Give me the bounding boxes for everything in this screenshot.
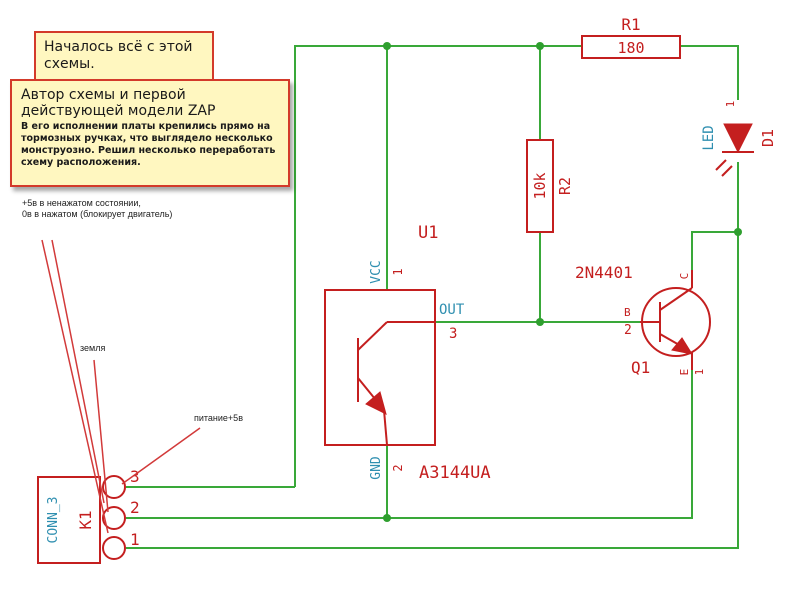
r2-value: 10k — [531, 172, 549, 199]
wire-emitter — [126, 370, 693, 519]
k1-ref: K1 — [76, 510, 95, 529]
led-d1: D1 LED 1 — [701, 101, 777, 177]
callout-first-scheme: Началось всё с этой схемы. — [34, 31, 214, 81]
wire-pin1-rail — [126, 232, 739, 549]
d1-ref: D1 — [759, 129, 777, 147]
arrow-state — [41, 239, 109, 534]
arrow-power — [121, 427, 201, 485]
junction-dot — [536, 318, 544, 326]
r1-value: 180 — [617, 39, 644, 57]
q1-e-pin: 1 — [693, 369, 706, 376]
r1-ref: R1 — [621, 15, 640, 34]
q1-c-label: C — [678, 273, 691, 280]
callout-first-title: Началось всё с этой схемы. — [44, 39, 193, 72]
k1-value: CONN_3 — [46, 497, 61, 544]
note-ground: земля — [80, 343, 106, 353]
u1-out-pin: 3 — [449, 326, 457, 342]
u1-value: A3144UA — [419, 463, 491, 483]
q1-b-pin: 2 — [624, 323, 632, 338]
resistor-r2: 10k R2 — [526, 139, 574, 233]
q1-b-label: B — [624, 306, 631, 319]
u1-gnd-label: GND — [369, 456, 384, 480]
junction-dot — [383, 42, 391, 50]
note-state-line2: 0в в нажатом (блокирует двигатель) — [22, 209, 173, 219]
connector-k1: CONN_3 K1 3 2 1 — [37, 467, 140, 564]
wire-r1-led — [680, 45, 739, 100]
hall-sensor-u1: U1 A3144UA VCC 1 OUT 3 GND 2 — [324, 223, 491, 483]
transistor-q1: 2N4401 Q1 B 2 C E 1 — [575, 263, 711, 377]
k1-pin-2: 2 — [130, 498, 140, 517]
note-output-state: +5в в ненажатом состоянии, 0в в нажатом … — [22, 198, 222, 220]
callout-author-body: В его исполнении платы крепились прямо н… — [21, 121, 276, 168]
note-state-line1: +5в в ненажатом состоянии, — [22, 198, 141, 208]
wire-collector — [691, 231, 738, 270]
u1-out-label: OUT — [439, 302, 465, 318]
r2-ref: R2 — [556, 177, 574, 195]
d1-value: LED — [701, 125, 717, 150]
k1-pin-3: 3 — [130, 467, 140, 486]
u1-ref: U1 — [418, 223, 438, 243]
note-power: питание+5в — [194, 413, 243, 423]
u1-vcc-pin: 1 — [391, 268, 405, 275]
arrow-ground — [93, 359, 109, 513]
k1-pin-1: 1 — [130, 530, 140, 549]
resistor-r1: 180 R1 — [581, 15, 681, 59]
arrow-state-2 — [51, 239, 105, 504]
callout-author: Автор схемы и первой действующей модели … — [10, 79, 290, 187]
callout-author-title: Автор схемы и первой действующей модели … — [21, 87, 216, 119]
u1-vcc-label: VCC — [369, 260, 384, 283]
u1-gnd-pin: 2 — [391, 464, 405, 471]
wire-top-rail — [294, 45, 582, 487]
q1-value: 2N4401 — [575, 263, 633, 282]
junction-dot — [383, 514, 391, 522]
q1-ref: Q1 — [631, 358, 650, 377]
d1-pin: 1 — [724, 101, 737, 108]
junctions — [383, 42, 742, 522]
q1-e-label: E — [678, 369, 691, 376]
wires — [126, 45, 739, 549]
junction-dot — [536, 42, 544, 50]
annotation-arrows — [41, 239, 201, 534]
junction-dot — [734, 228, 742, 236]
